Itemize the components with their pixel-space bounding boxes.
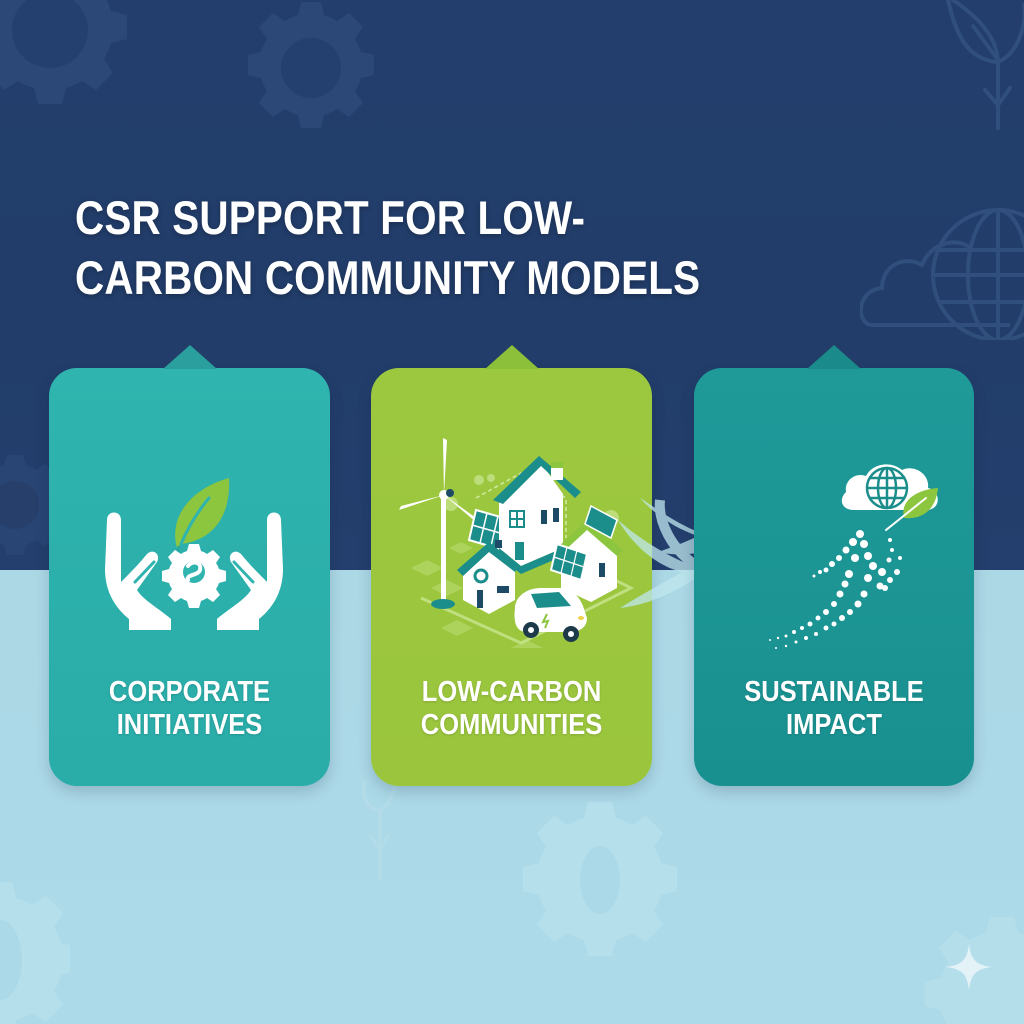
card-label-line-1: LOW-CARBON: [421, 676, 602, 708]
card-label: SUSTAINABLE IMPACT: [711, 676, 957, 742]
page-title: CSR SUPPORT FOR LOW- CARBON COMMUNITY MO…: [75, 188, 700, 308]
card-sustainable-impact: SUSTAINABLE IMPACT: [694, 345, 974, 786]
title-line-1: CSR SUPPORT FOR LOW-: [75, 191, 586, 244]
sparkle-icon: [946, 944, 992, 990]
cloud-globe-leaf-rising-dots-icon: [769, 464, 938, 649]
card-label-line-1: SUSTAINABLE: [744, 676, 924, 708]
card-label-line-2: IMPACT: [786, 709, 882, 741]
card-notch: [807, 345, 861, 369]
card-label: CORPORATE INITIATIVES: [66, 676, 313, 742]
card-label-line-2: COMMUNITIES: [420, 709, 603, 741]
isometric-eco-village-icon: [399, 438, 635, 648]
card-notch: [162, 345, 217, 369]
card-low-carbon-communities: LOW-CARBON COMMUNITIES: [371, 345, 652, 786]
hands-holding-gear-leaf-icon: [105, 478, 283, 630]
card-corporate-initiatives: CORPORATE INITIATIVES: [49, 345, 330, 786]
title-line-2: CARBON COMMUNITY MODELS: [75, 251, 701, 304]
card-label-line-1: CORPORATE: [108, 676, 271, 708]
card-label: LOW-CARBON COMMUNITIES: [388, 676, 635, 742]
card-notch: [484, 345, 539, 369]
card-label-line-2: INITIATIVES: [116, 709, 263, 741]
